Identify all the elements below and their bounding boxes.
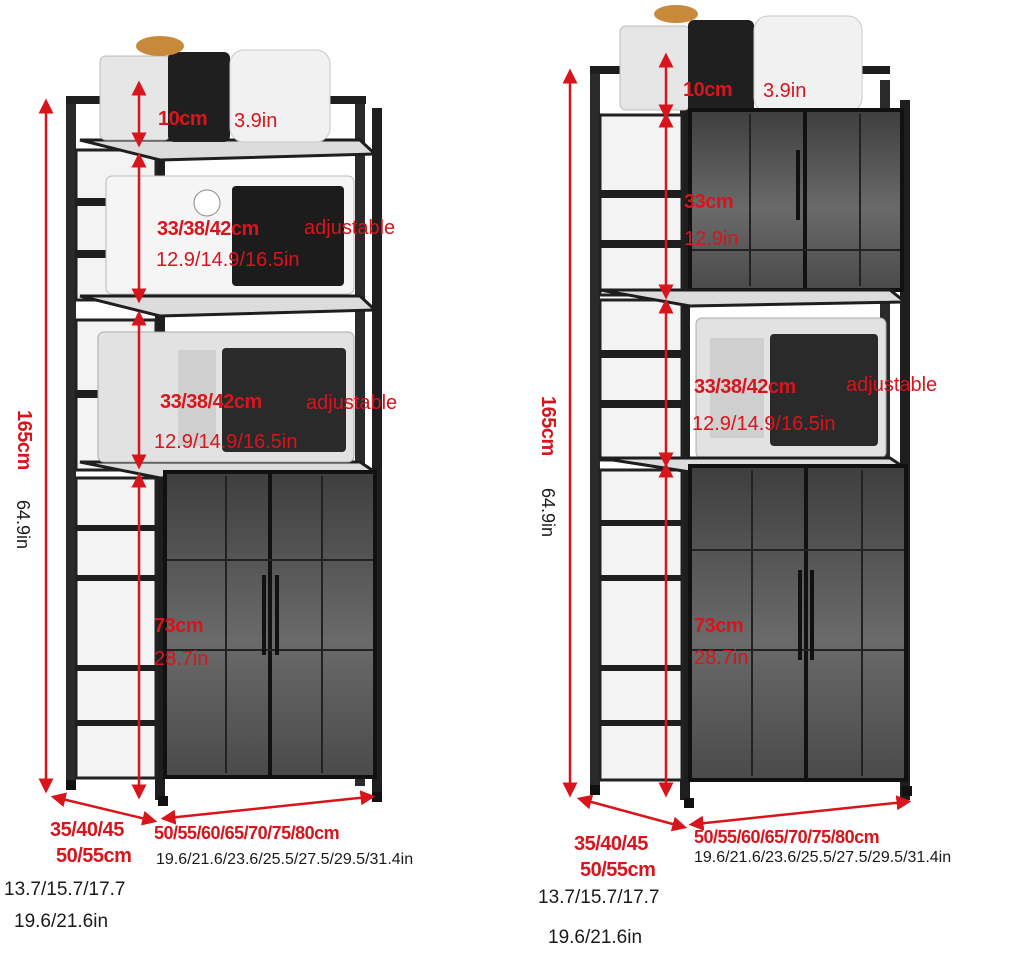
left-width-in: 19.6/21.6/23.6/25.5/27.5/29.5/31.4in <box>156 851 414 868</box>
right-shelf-in: 12.9/14.9/16.5in <box>692 413 836 435</box>
left-height-cm: 165cm <box>13 410 35 470</box>
right-height-in: 64.9in <box>538 488 558 538</box>
right-upper-cabinet-in: 12.9in <box>684 228 739 250</box>
left-shelf2-in: 12.9/14.9/16.5in <box>154 431 298 453</box>
right-shelf-note: adjustable <box>846 374 938 396</box>
right-depth-cm-a: 35/40/45 <box>574 833 648 855</box>
right-depth-in-a: 13.7/15.7/17.7 <box>538 887 660 908</box>
left-top-gap-cm: 10cm <box>158 108 208 130</box>
right-depth-cm-b: 50/55cm <box>580 859 656 881</box>
right-width-in: 19.6/21.6/23.6/25.5/27.5/29.5/31.4in <box>694 849 952 866</box>
left-shelf2-note: adjustable <box>306 392 398 414</box>
right-depth-in-b: 19.6/21.6in <box>548 927 643 948</box>
right-width-cm: 50/55/60/65/70/75/80cm <box>694 827 880 847</box>
left-cabinet-in: 28.7in <box>154 648 209 670</box>
left-width-cm: 50/55/60/65/70/75/80cm <box>154 823 340 843</box>
left-top-gap-in: 3.9in <box>234 110 278 132</box>
right-height-cm: 165cm <box>537 396 559 456</box>
left-shelf2-cm: 33/38/42cm <box>160 391 262 413</box>
left-shelf1-cm: 33/38/42cm <box>157 218 259 240</box>
right-shelf-cm: 33/38/42cm <box>694 376 796 398</box>
left-depth-cm-b: 50/55cm <box>56 845 132 867</box>
left-shelf1-in: 12.9/14.9/16.5in <box>156 249 300 271</box>
left-cabinet-cm: 73cm <box>154 615 204 637</box>
left-rack <box>66 36 382 806</box>
right-upper-cabinet-cm: 33cm <box>684 191 734 213</box>
left-shelf1-note: adjustable <box>304 217 396 239</box>
right-top-gap-cm: 10cm <box>683 79 733 101</box>
right-top-gap-in: 3.9in <box>763 80 807 102</box>
right-cabinet-in: 28.7in <box>694 647 749 669</box>
left-depth-cm-a: 35/40/45 <box>50 819 124 841</box>
right-cabinet-cm: 73cm <box>694 615 744 637</box>
left-depth-in-a: 13.7/15.7/17.7 <box>4 879 126 900</box>
left-height-in: 64.9in <box>13 500 33 550</box>
dimension-arrows <box>38 52 912 832</box>
left-depth-in-b: 19.6/21.6in <box>14 911 109 932</box>
right-rack <box>590 5 912 808</box>
